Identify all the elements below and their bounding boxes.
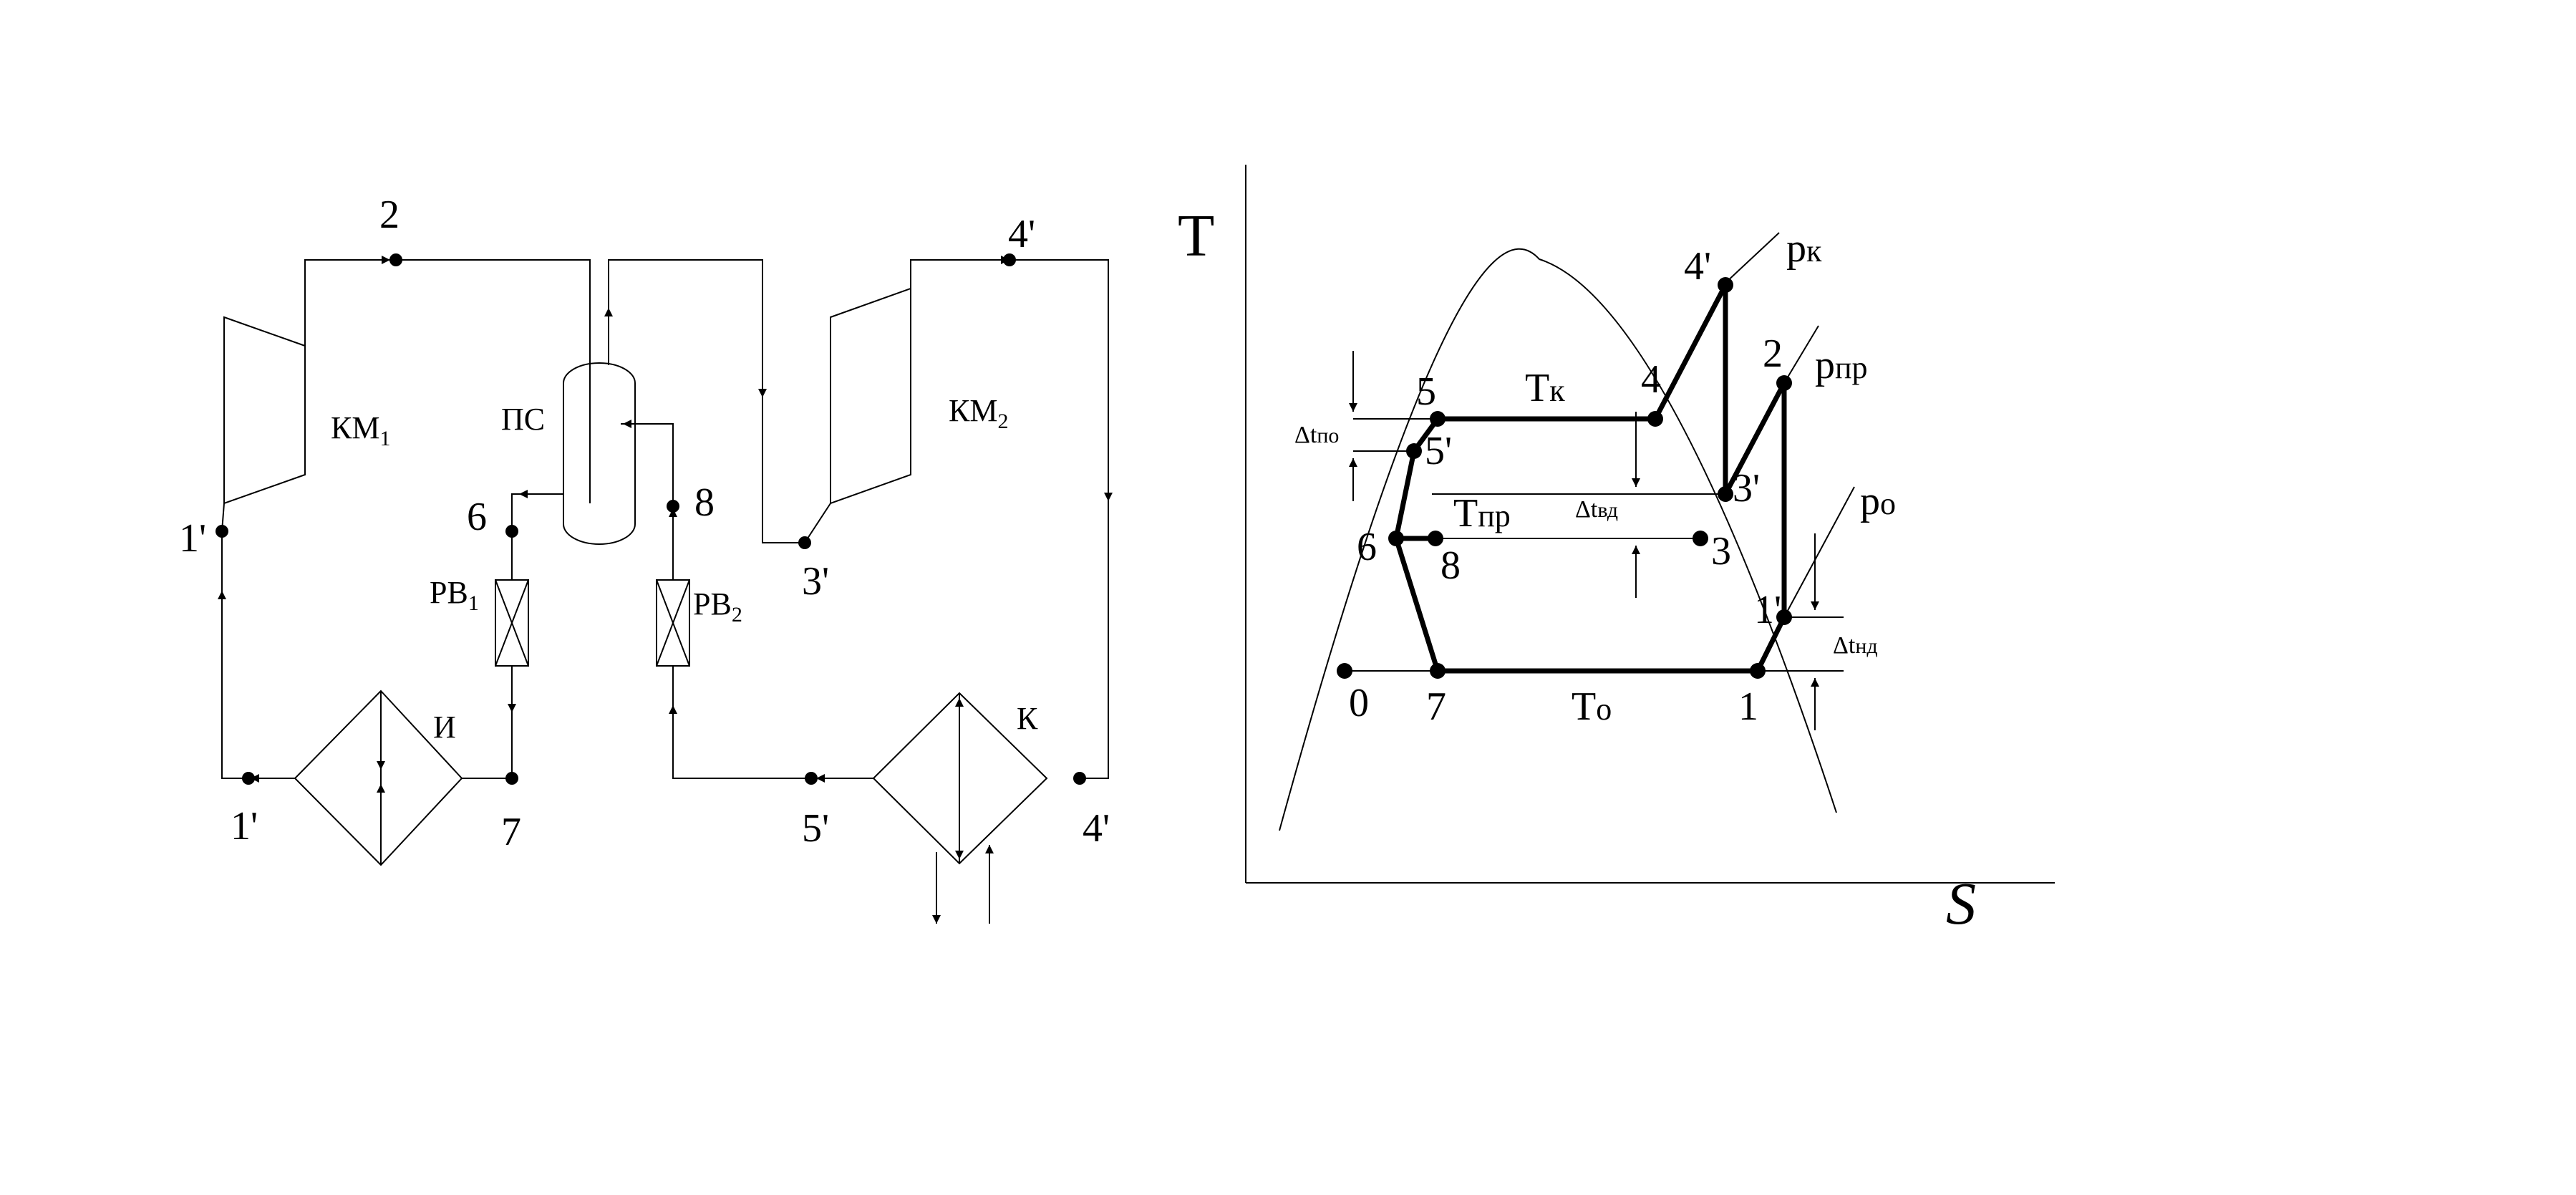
ts-label-5: 5 xyxy=(1416,369,1436,414)
line-rv2-to-separator xyxy=(621,423,674,580)
temp-tpr-label: Tпр xyxy=(1453,491,1511,536)
line-separator-liquid xyxy=(511,493,563,580)
isobar-po-label: pо xyxy=(1860,479,1896,523)
ts-point-4p xyxy=(1718,277,1733,293)
valve-rv1: РВ1 xyxy=(430,575,529,667)
ts-point-0 xyxy=(1337,663,1352,679)
compressor-km2-label: КМ2 xyxy=(949,393,1008,433)
ts-label-7: 7 xyxy=(1426,684,1446,729)
isobar-ppr-label: pпр xyxy=(1815,343,1868,387)
ts-label-8: 8 xyxy=(1440,543,1461,588)
node-4p-bottom xyxy=(1073,772,1086,785)
point-2-label: 2 xyxy=(379,193,400,237)
node-6 xyxy=(505,525,518,538)
node-1p-left xyxy=(216,525,228,538)
ts-point-3p xyxy=(1718,486,1733,502)
dimension-dtpo: Δtпо xyxy=(1294,351,1357,501)
axis-s-label: S xyxy=(1946,871,1976,937)
node-8 xyxy=(667,500,679,513)
ts-label-4: 4 xyxy=(1641,357,1661,402)
separator-label: ПС xyxy=(501,402,545,437)
compressor-km1-label: КМ1 xyxy=(331,410,390,450)
ts-point-5 xyxy=(1430,411,1446,427)
dimension-dtnd: Δtнд xyxy=(1811,533,1878,730)
line-rv1-to-evaporator xyxy=(462,666,513,779)
evaporator-i: И xyxy=(294,690,463,866)
ts-point-4 xyxy=(1647,411,1663,427)
ts-label-4p: 4' xyxy=(1684,244,1711,289)
ts-label-2: 2 xyxy=(1763,332,1783,376)
ts-point-1p xyxy=(1776,609,1792,625)
temp-to-label: Tо xyxy=(1572,684,1612,729)
ts-point-1 xyxy=(1750,663,1766,679)
ts-label-5p: 5' xyxy=(1425,429,1452,473)
dtpo-label: Δtпо xyxy=(1294,422,1339,448)
ts-point-7 xyxy=(1430,663,1446,679)
point-1p-bottom-label: 1' xyxy=(231,804,258,848)
ts-point-2 xyxy=(1776,375,1792,391)
node-7 xyxy=(505,772,518,785)
ts-label-6: 6 xyxy=(1357,525,1377,569)
ts-diagram: T S 0 1 1' 2 xyxy=(1178,165,2055,937)
ts-label-1p: 1' xyxy=(1754,588,1781,632)
point-3p-label: 3' xyxy=(802,559,829,604)
valve-rv2: РВ2 xyxy=(656,579,742,667)
ts-label-3p: 3' xyxy=(1733,466,1760,511)
ts-point-8 xyxy=(1428,531,1443,546)
evaporator-label: И xyxy=(433,710,456,745)
line-km1-discharge xyxy=(304,259,591,503)
saturation-dome xyxy=(1279,248,1837,831)
dtvd-label: Δtвд xyxy=(1575,496,1618,523)
compressor-km1: КМ1 xyxy=(223,316,390,505)
line-condensate xyxy=(672,666,873,779)
point-8-label: 8 xyxy=(694,480,715,525)
node-4p-top xyxy=(1003,253,1016,266)
condenser-label: К xyxy=(1017,701,1038,736)
line-km2-discharge xyxy=(910,259,1109,779)
valve-rv1-label: РВ1 xyxy=(430,575,479,615)
point-4p-bottom-label: 4' xyxy=(1083,806,1110,851)
ts-point-5p xyxy=(1406,443,1422,459)
dimension-dtvd: Δtвд xyxy=(1575,412,1640,598)
line-separator-vapor xyxy=(608,259,805,543)
ts-point-3 xyxy=(1693,531,1708,546)
isobar-pk-label: pк xyxy=(1786,226,1822,271)
ts-point-6 xyxy=(1388,531,1404,546)
node-5p xyxy=(805,772,818,785)
node-2 xyxy=(389,253,402,266)
ts-label-1: 1 xyxy=(1738,684,1758,729)
compressor-km2: КМ2 xyxy=(830,287,1008,505)
ts-label-0: 0 xyxy=(1349,681,1369,725)
valve-rv2-label: РВ2 xyxy=(693,586,742,626)
point-5p-label: 5' xyxy=(802,806,829,851)
isobar-pk xyxy=(1725,232,1780,284)
point-4p-top-label: 4' xyxy=(1008,212,1035,256)
ts-label-3: 3 xyxy=(1711,529,1731,574)
node-1p-bottom xyxy=(242,772,255,785)
line-to-km2 xyxy=(804,503,831,543)
point-7-label: 7 xyxy=(501,810,521,854)
cycle-path xyxy=(1393,282,1787,674)
axis-t-label: T xyxy=(1178,203,1214,269)
condenser-k: К xyxy=(872,692,1048,924)
temp-tk-label: Tк xyxy=(1525,366,1565,410)
isobar-ppr xyxy=(1783,325,1819,384)
separator-ps: ПС xyxy=(501,362,636,545)
point-6-label: 6 xyxy=(467,495,487,539)
refrigeration-scheme: КМ1 КМ2 ПС 2 3' 4' 4' xyxy=(179,193,1113,924)
line-evaporator-to-km1 xyxy=(221,503,295,779)
point-1p-left-label: 1' xyxy=(179,516,206,561)
dtnd-label: Δtнд xyxy=(1833,632,1878,659)
